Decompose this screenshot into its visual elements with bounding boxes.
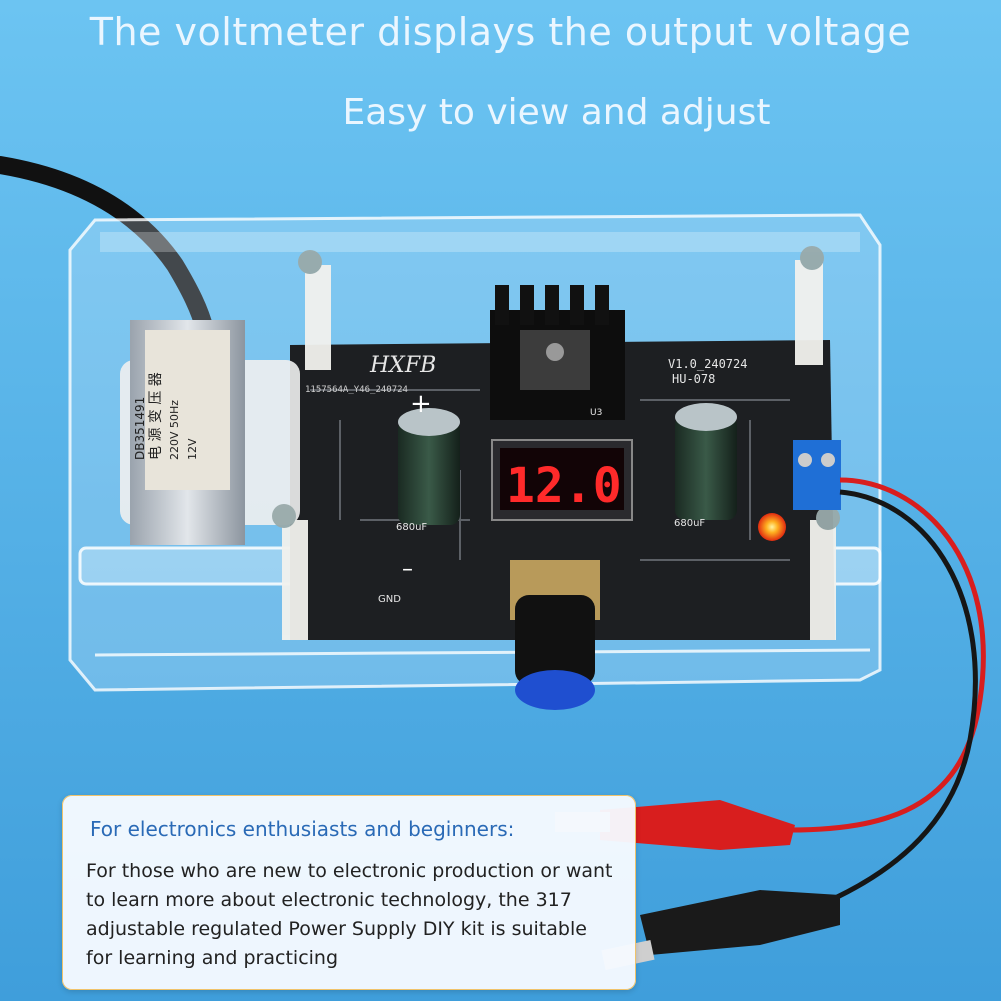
display-reading: 12.0 [506,458,622,514]
transformer-line1: 电 源 变 压 器 [148,372,164,460]
transformer [120,320,300,545]
power-cord [0,156,214,339]
voltmeter-display [491,439,633,521]
status-led [758,513,786,541]
info-card-body: For those who are new to electronic prod… [86,860,613,969]
plus-label: + [410,389,432,419]
info-card-title: For electronics enthusiasts and beginner… [90,817,515,841]
pcb-brand: HXFB [369,353,436,378]
gnd-label: GND [378,594,401,605]
minus-label: – [402,557,413,582]
pcb-model: HU-078 [672,372,715,386]
headline-voltmeter: The voltmeter displays the output voltag… [89,10,912,54]
cap-right-label: 680uF [674,518,705,529]
headline-easy-adjust: Easy to view and adjust [342,92,771,133]
standoffs [272,246,840,640]
black-wire [818,489,978,908]
u3-label: U3 [590,408,602,418]
red-wire [789,477,986,833]
pcb-serial: 1157564A_Y46_240724 [305,385,408,395]
screw-terminal [793,440,841,510]
cap-left-label: 680uF [396,522,427,533]
info-card: For electronics enthusiasts and beginner… [62,795,636,990]
adjust-knob [510,560,600,710]
capacitor-right [675,403,737,520]
capacitor-left [398,408,460,525]
transformer-line4: DB351491 [133,397,147,460]
transformer-line3: 12V [186,438,199,460]
pcb-version: V1.0_240724 [668,357,747,371]
transformer-line2: 220V 50Hz [168,400,181,460]
heatsink [490,285,625,420]
